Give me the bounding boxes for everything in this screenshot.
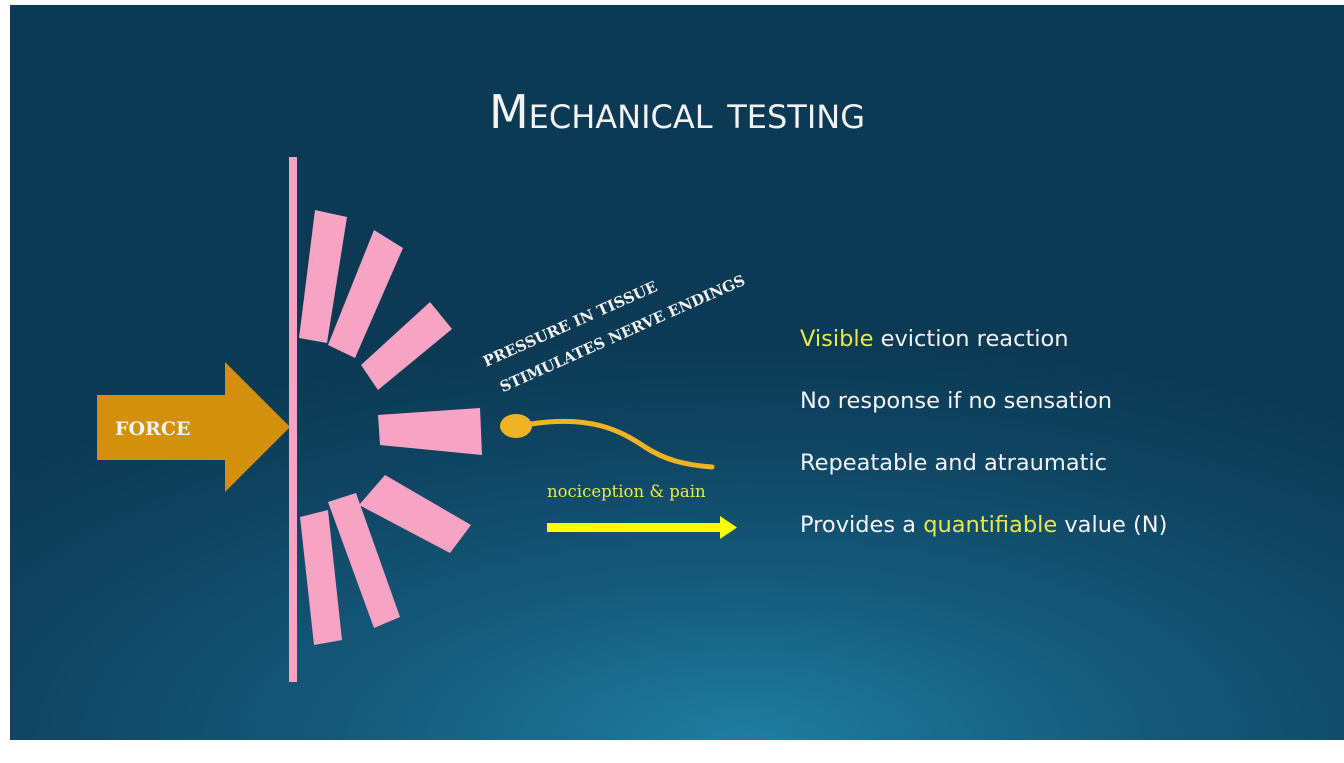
pressure-wedge [378,408,482,455]
finding-text: No response if no sensation [800,388,1113,414]
finding-visible-reaction: Visible eviction reaction [800,323,1167,355]
nerve-fiber [528,418,715,470]
pressure-wedge [300,510,342,645]
signal-label: nociception & pain [547,482,706,501]
pressure-wedge [299,210,347,343]
pressure-wedges [299,210,482,645]
pressure-label: PRESSURE IN TISSUE STIMULATES NERVE ENDI… [480,271,748,396]
finding-text: eviction reaction [873,326,1069,352]
pressure-wedge [359,475,471,553]
force-arrow [97,362,290,492]
signal-arrow-shaft [547,523,722,532]
finding-text: Repeatable and atraumatic [800,450,1108,476]
finding-highlight: Visible [800,326,874,352]
signal-arrow-head [720,516,737,539]
force-label: FORCE [115,418,190,440]
finding-repeatable: Repeatable and atraumatic [800,447,1167,479]
mechanical-testing-diagram: FORCE PRESSURE IN TISSUE STIMULATES NERV… [97,157,748,682]
finding-text: value (N) [1057,512,1168,538]
finding-quantifiable: Provides a quantifiable value (N) [800,509,1167,541]
finding-prefix: Provides a [800,512,924,538]
nerve-ending-body [500,414,532,438]
slide-title: Mechanical testing [488,85,866,139]
finding-highlight: quantifiable [923,512,1058,538]
findings-list: Visible eviction reaction No response if… [800,323,1167,571]
finding-no-response: No response if no sensation [800,385,1167,417]
tissue-surface-line [289,157,297,682]
pressure-wedge [328,230,403,358]
pressure-wedge [328,493,400,628]
pressure-wedge [361,302,452,390]
slide: Mechanical testing FORCE PRESSURE IN TIS… [10,5,1344,740]
